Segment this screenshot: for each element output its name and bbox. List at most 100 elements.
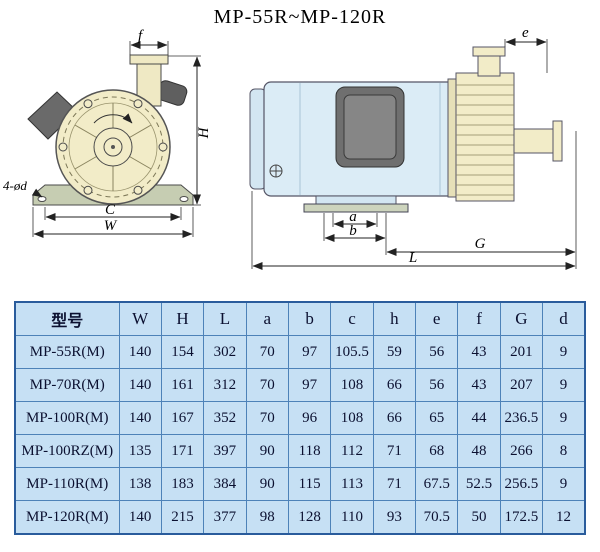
value-cell: 59 <box>372 335 417 369</box>
dim-b: b <box>323 213 387 255</box>
model-cell: MP-100R(M) <box>14 401 120 435</box>
header-c: c <box>330 301 374 336</box>
header-f: f <box>457 301 501 336</box>
value-cell: 105.5 <box>330 335 374 369</box>
value-cell: 68 <box>415 434 459 468</box>
value-cell: 44 <box>457 401 501 435</box>
value-cell: 12 <box>542 500 586 535</box>
dim-label-G: G <box>475 236 486 252</box>
pump-front-view: f H C <box>3 29 212 238</box>
value-cell: 110 <box>330 500 374 535</box>
value-cell: 43 <box>457 368 501 402</box>
value-cell: 215 <box>160 500 205 535</box>
value-cell: 67.5 <box>415 467 459 501</box>
value-cell: 70 <box>245 335 289 369</box>
model-cell: MP-110R(M) <box>14 467 120 501</box>
dim-label-holes: 4-ød <box>3 178 27 193</box>
value-cell: 52.5 <box>457 467 501 501</box>
value-cell: 56 <box>415 335 459 369</box>
dim-e: e <box>504 29 548 73</box>
header-W: W <box>118 301 162 336</box>
value-cell: 90 <box>245 467 289 501</box>
value-cell: 138 <box>118 467 162 501</box>
value-cell: 312 <box>203 368 247 402</box>
value-cell: 98 <box>245 500 289 535</box>
value-cell: 71 <box>372 467 417 501</box>
value-cell: 256.5 <box>499 467 544 501</box>
value-cell: 71 <box>372 434 417 468</box>
dim-label-W: W <box>104 218 118 234</box>
value-cell: 140 <box>118 368 162 402</box>
value-cell: 113 <box>330 467 374 501</box>
spec-sheet: MP-55R~MP-120R <box>0 6 600 535</box>
value-cell: 93 <box>372 500 417 535</box>
value-cell: 377 <box>203 500 247 535</box>
value-cell: 70 <box>245 368 289 402</box>
value-cell: 70 <box>245 401 289 435</box>
value-cell: 135 <box>118 434 162 468</box>
value-cell: 384 <box>203 467 247 501</box>
value-cell: 9 <box>542 335 586 369</box>
dim-label-f: f <box>138 29 144 44</box>
value-cell: 352 <box>203 401 247 435</box>
value-cell: 9 <box>542 467 586 501</box>
value-cell: 172.5 <box>499 500 544 535</box>
header-L: L <box>203 301 247 336</box>
value-cell: 140 <box>118 500 162 535</box>
value-cell: 115 <box>287 467 332 501</box>
value-cell: 171 <box>160 434 205 468</box>
value-cell: 9 <box>542 401 586 435</box>
dim-L: L <box>251 191 576 270</box>
header-d: d <box>542 301 586 336</box>
side-junction-box <box>335 86 405 168</box>
value-cell: 140 <box>118 401 162 435</box>
value-cell: 161 <box>160 368 205 402</box>
dim-label-e: e <box>522 29 529 41</box>
header-h: h <box>372 301 417 336</box>
value-cell: 236.5 <box>499 401 544 435</box>
pump-drawings: f H C <box>3 29 577 270</box>
value-cell: 90 <box>245 434 289 468</box>
value-cell: 97 <box>287 368 332 402</box>
rotation-arrow-icon <box>93 113 133 124</box>
value-cell: 9 <box>542 368 586 402</box>
value-cell: 108 <box>330 368 374 402</box>
side-mounting-foot <box>303 195 409 213</box>
value-cell: 154 <box>160 335 205 369</box>
value-cell: 183 <box>160 467 205 501</box>
dim-label-L: L <box>408 250 417 266</box>
model-cell: MP-100RZ(M) <box>14 434 120 468</box>
page-title: MP-55R~MP-120R <box>213 6 387 28</box>
dim-a: a <box>332 209 378 228</box>
value-cell: 207 <box>499 368 544 402</box>
value-cell: 96 <box>287 401 332 435</box>
model-cell: MP-55R(M) <box>14 335 120 369</box>
value-cell: 108 <box>330 401 374 435</box>
header-G: G <box>499 301 544 336</box>
dim-label-a: a <box>349 209 357 225</box>
header-b: b <box>287 301 332 336</box>
side-pump-head <box>447 46 563 202</box>
drawing-area: f H C <box>0 29 600 297</box>
value-cell: 118 <box>287 434 332 468</box>
pump-side-view: e a b <box>249 29 577 270</box>
dim-label-C: C <box>105 202 116 218</box>
dim-C: C <box>44 202 182 221</box>
value-cell: 50 <box>457 500 501 535</box>
header-a: a <box>245 301 289 336</box>
value-cell: 66 <box>372 368 417 402</box>
value-cell: 266 <box>499 434 544 468</box>
value-cell: 302 <box>203 335 247 369</box>
dim-W: W <box>32 207 194 238</box>
value-cell: 201 <box>499 335 544 369</box>
